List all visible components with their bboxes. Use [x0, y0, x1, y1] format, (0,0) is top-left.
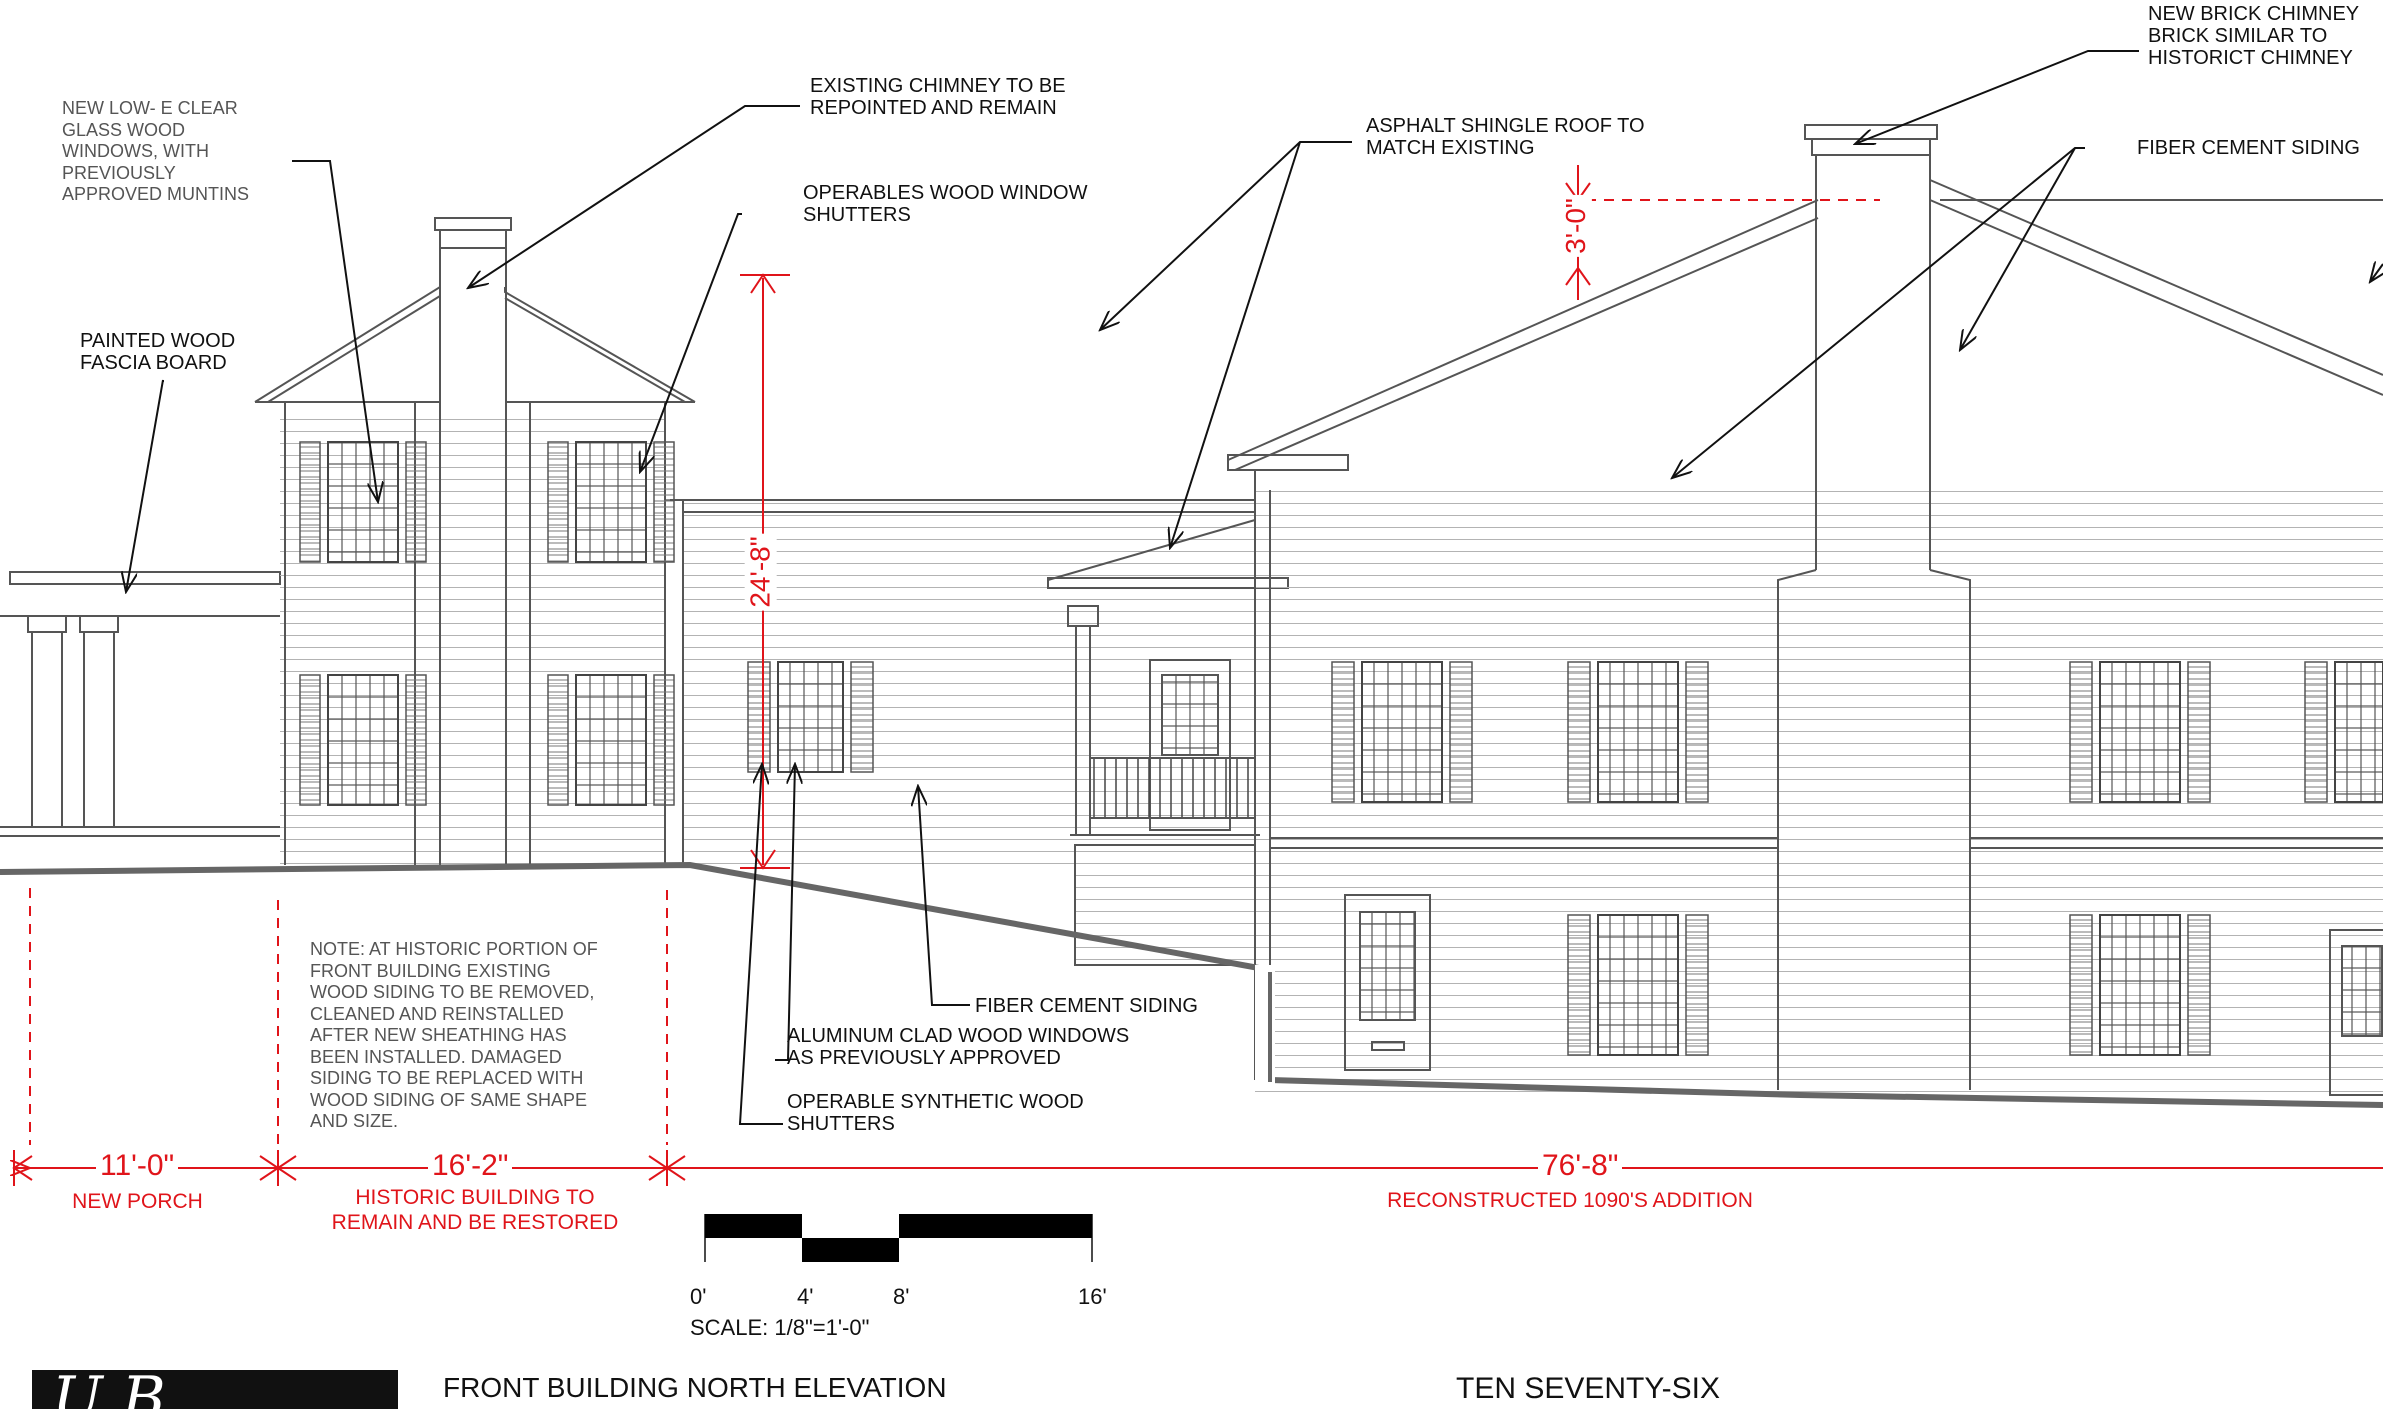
siding-upper-note: FIBER CEMENT SIDING [2137, 137, 2360, 159]
scale-tick-16: 16' [1078, 1284, 1107, 1309]
new-chimney-note: NEW BRICK CHIMNEY BRICK SIMILAR TO HISTO… [2148, 3, 2360, 69]
scale-tick-8: 8' [893, 1284, 910, 1309]
dimension-arrowheads [12, 182, 1591, 1181]
project-name: TEN SEVENTY-SIX [1456, 1372, 1720, 1405]
leader-lines [126, 50, 2383, 1125]
porch-dimension: 11'-0" [96, 1150, 179, 1182]
siding-lower-note: FIBER CEMENT SIDING [975, 995, 1198, 1017]
addition-building [1227, 124, 2383, 1100]
addition-windows [1331, 661, 2383, 1056]
historic-windows [299, 441, 675, 806]
addition-caption: RECONSTRUCTED 1090'S ADDITION [1387, 1189, 1753, 1212]
grade-line [0, 861, 2383, 1108]
height-dimension: 24'-8" [744, 533, 777, 611]
chimney-height-dimension: 3'-0" [1559, 195, 1592, 257]
sheet-title: FRONT BUILDING NORTH ELEVATION [443, 1372, 947, 1403]
wood-shutters-note: OPERABLES WOOD WINDOW SHUTTERS [803, 182, 1088, 226]
scale-bar [704, 1214, 1093, 1262]
porch-caption: NEW PORCH [72, 1190, 203, 1213]
aluminum-windows-note: ALUMINUM CLAD WOOD WINDOWS AS PREVIOUSLY… [787, 1025, 1130, 1069]
windows-note: NEW LOW- E CLEAR GLASS WOOD WINDOWS, WIT… [62, 98, 250, 204]
historic-caption: HISTORIC BUILDING TO REMAIN AND BE RESTO… [331, 1186, 619, 1234]
chimney-existing-note: EXISTING CHIMNEY TO BE REPOINTED AND REM… [810, 75, 1066, 119]
scale-tick-0: 0' [690, 1284, 707, 1309]
scale-tick-4: 4' [797, 1284, 814, 1309]
logo-lettering: U B [52, 1370, 166, 1409]
connector-wing [670, 499, 1289, 966]
synthetic-shutters-note: OPERABLE SYNTHETIC WOOD SHUTTERS [787, 1091, 1084, 1135]
fascia-note: PAINTED WOOD FASCIA BOARD [80, 330, 236, 374]
historic-dimension: 16'-2" [428, 1150, 513, 1182]
scale-label: SCALE: 1/8"=1'-0" [690, 1315, 870, 1340]
historic-siding-note: NOTE: AT HISTORIC PORTION OF FRONT BUILD… [310, 939, 598, 1131]
historic-building [254, 217, 696, 866]
porch [0, 571, 281, 837]
roof-note: ASPHALT SHINGLE ROOF TO MATCH EXISTING [1366, 115, 1645, 159]
firm-logo: U B [32, 1370, 398, 1409]
addition-dimension: 76'-8" [1538, 1150, 1623, 1182]
